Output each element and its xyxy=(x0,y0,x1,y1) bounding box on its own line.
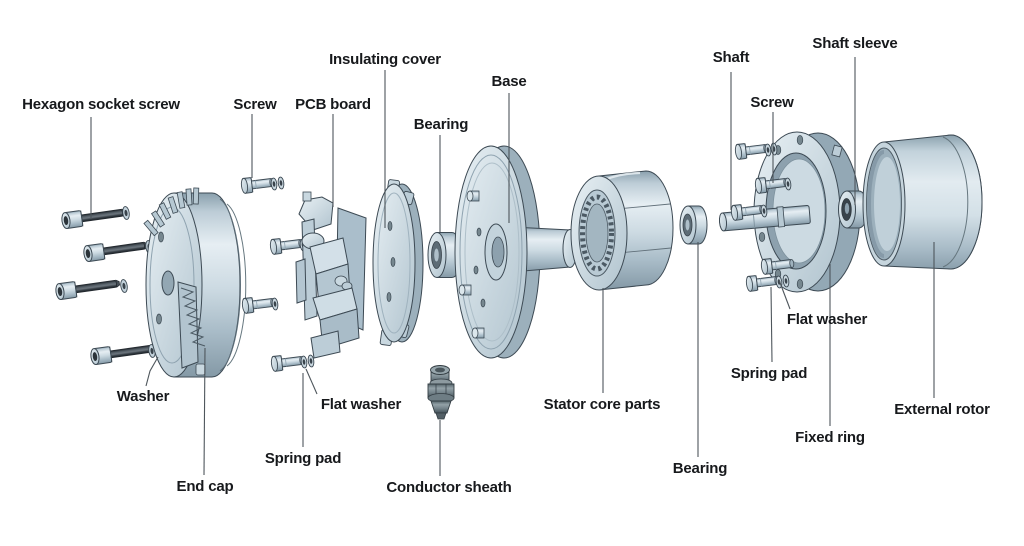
label-conductor-sheath: Conductor sheath xyxy=(386,479,512,496)
washer-small xyxy=(270,297,280,311)
screw-left-3 xyxy=(241,294,277,315)
washer-small xyxy=(269,177,279,191)
label-flat-washer-left: Flat washer xyxy=(320,396,402,413)
label-hexagon-socket-screw: Hexagon socket screw xyxy=(22,96,180,113)
label-screw-left: Screw xyxy=(233,96,277,113)
label-spring-pad-right: Spring pad xyxy=(730,365,808,382)
part-external-rotor xyxy=(862,134,983,270)
washer-small xyxy=(763,143,773,157)
end-cap-fins-mid xyxy=(177,281,206,369)
leader-flat-washer-right xyxy=(778,279,791,310)
part-bearing-right xyxy=(679,205,708,245)
leader-lines xyxy=(90,57,935,476)
label-washer: Washer xyxy=(116,388,170,405)
part-conductor-sheath xyxy=(427,365,455,420)
hex-socket-screw-4 xyxy=(89,339,157,366)
screw-left-2 xyxy=(269,235,305,256)
part-spring-pad-left xyxy=(299,355,309,369)
label-base: Base xyxy=(491,73,527,90)
label-bearing-left: Bearing xyxy=(413,116,469,133)
leader-end-cap xyxy=(203,347,206,476)
washer-small xyxy=(276,176,286,190)
part-stator-core xyxy=(570,170,674,291)
part-washer-1 xyxy=(121,205,131,221)
hex-socket-screw-3 xyxy=(54,274,122,301)
part-pcb-board xyxy=(295,191,367,359)
label-fixed-ring: Fixed ring xyxy=(795,429,865,446)
hex-socket-screw-1 xyxy=(60,203,128,230)
label-end-cap: End cap xyxy=(176,478,234,495)
part-end-cap xyxy=(143,187,247,378)
hex-socket-screw-2 xyxy=(82,236,150,263)
label-bearing-right: Bearing xyxy=(672,460,728,477)
base-standoffs xyxy=(458,190,485,339)
label-insulating-cover: Insulating cover xyxy=(329,51,441,68)
label-screw-right: Screw xyxy=(750,94,794,111)
label-external-rotor: External rotor xyxy=(894,401,990,418)
leader-flat-washer-left xyxy=(305,368,318,395)
end-cap-fins-top xyxy=(143,187,200,237)
part-washer-3 xyxy=(119,278,129,294)
part-base xyxy=(454,145,578,359)
label-flat-washer-right: Flat washer xyxy=(786,311,868,328)
label-pcb-board: PCB board xyxy=(295,96,371,113)
part-hex-socket-screws xyxy=(54,203,157,366)
label-shaft-sleeve: Shaft sleeve xyxy=(812,35,898,52)
leader-spring-pad-right xyxy=(770,286,773,363)
part-insulating-cover xyxy=(372,179,424,346)
label-shaft: Shaft xyxy=(712,49,750,66)
label-spring-pad-left: Spring pad xyxy=(264,450,342,467)
leader-washer xyxy=(145,356,159,387)
screw-left-1 xyxy=(240,174,276,195)
screw-left-4 xyxy=(270,352,306,373)
screw-right-1 xyxy=(734,140,770,161)
label-stator-core-parts: Stator core parts xyxy=(543,396,661,413)
